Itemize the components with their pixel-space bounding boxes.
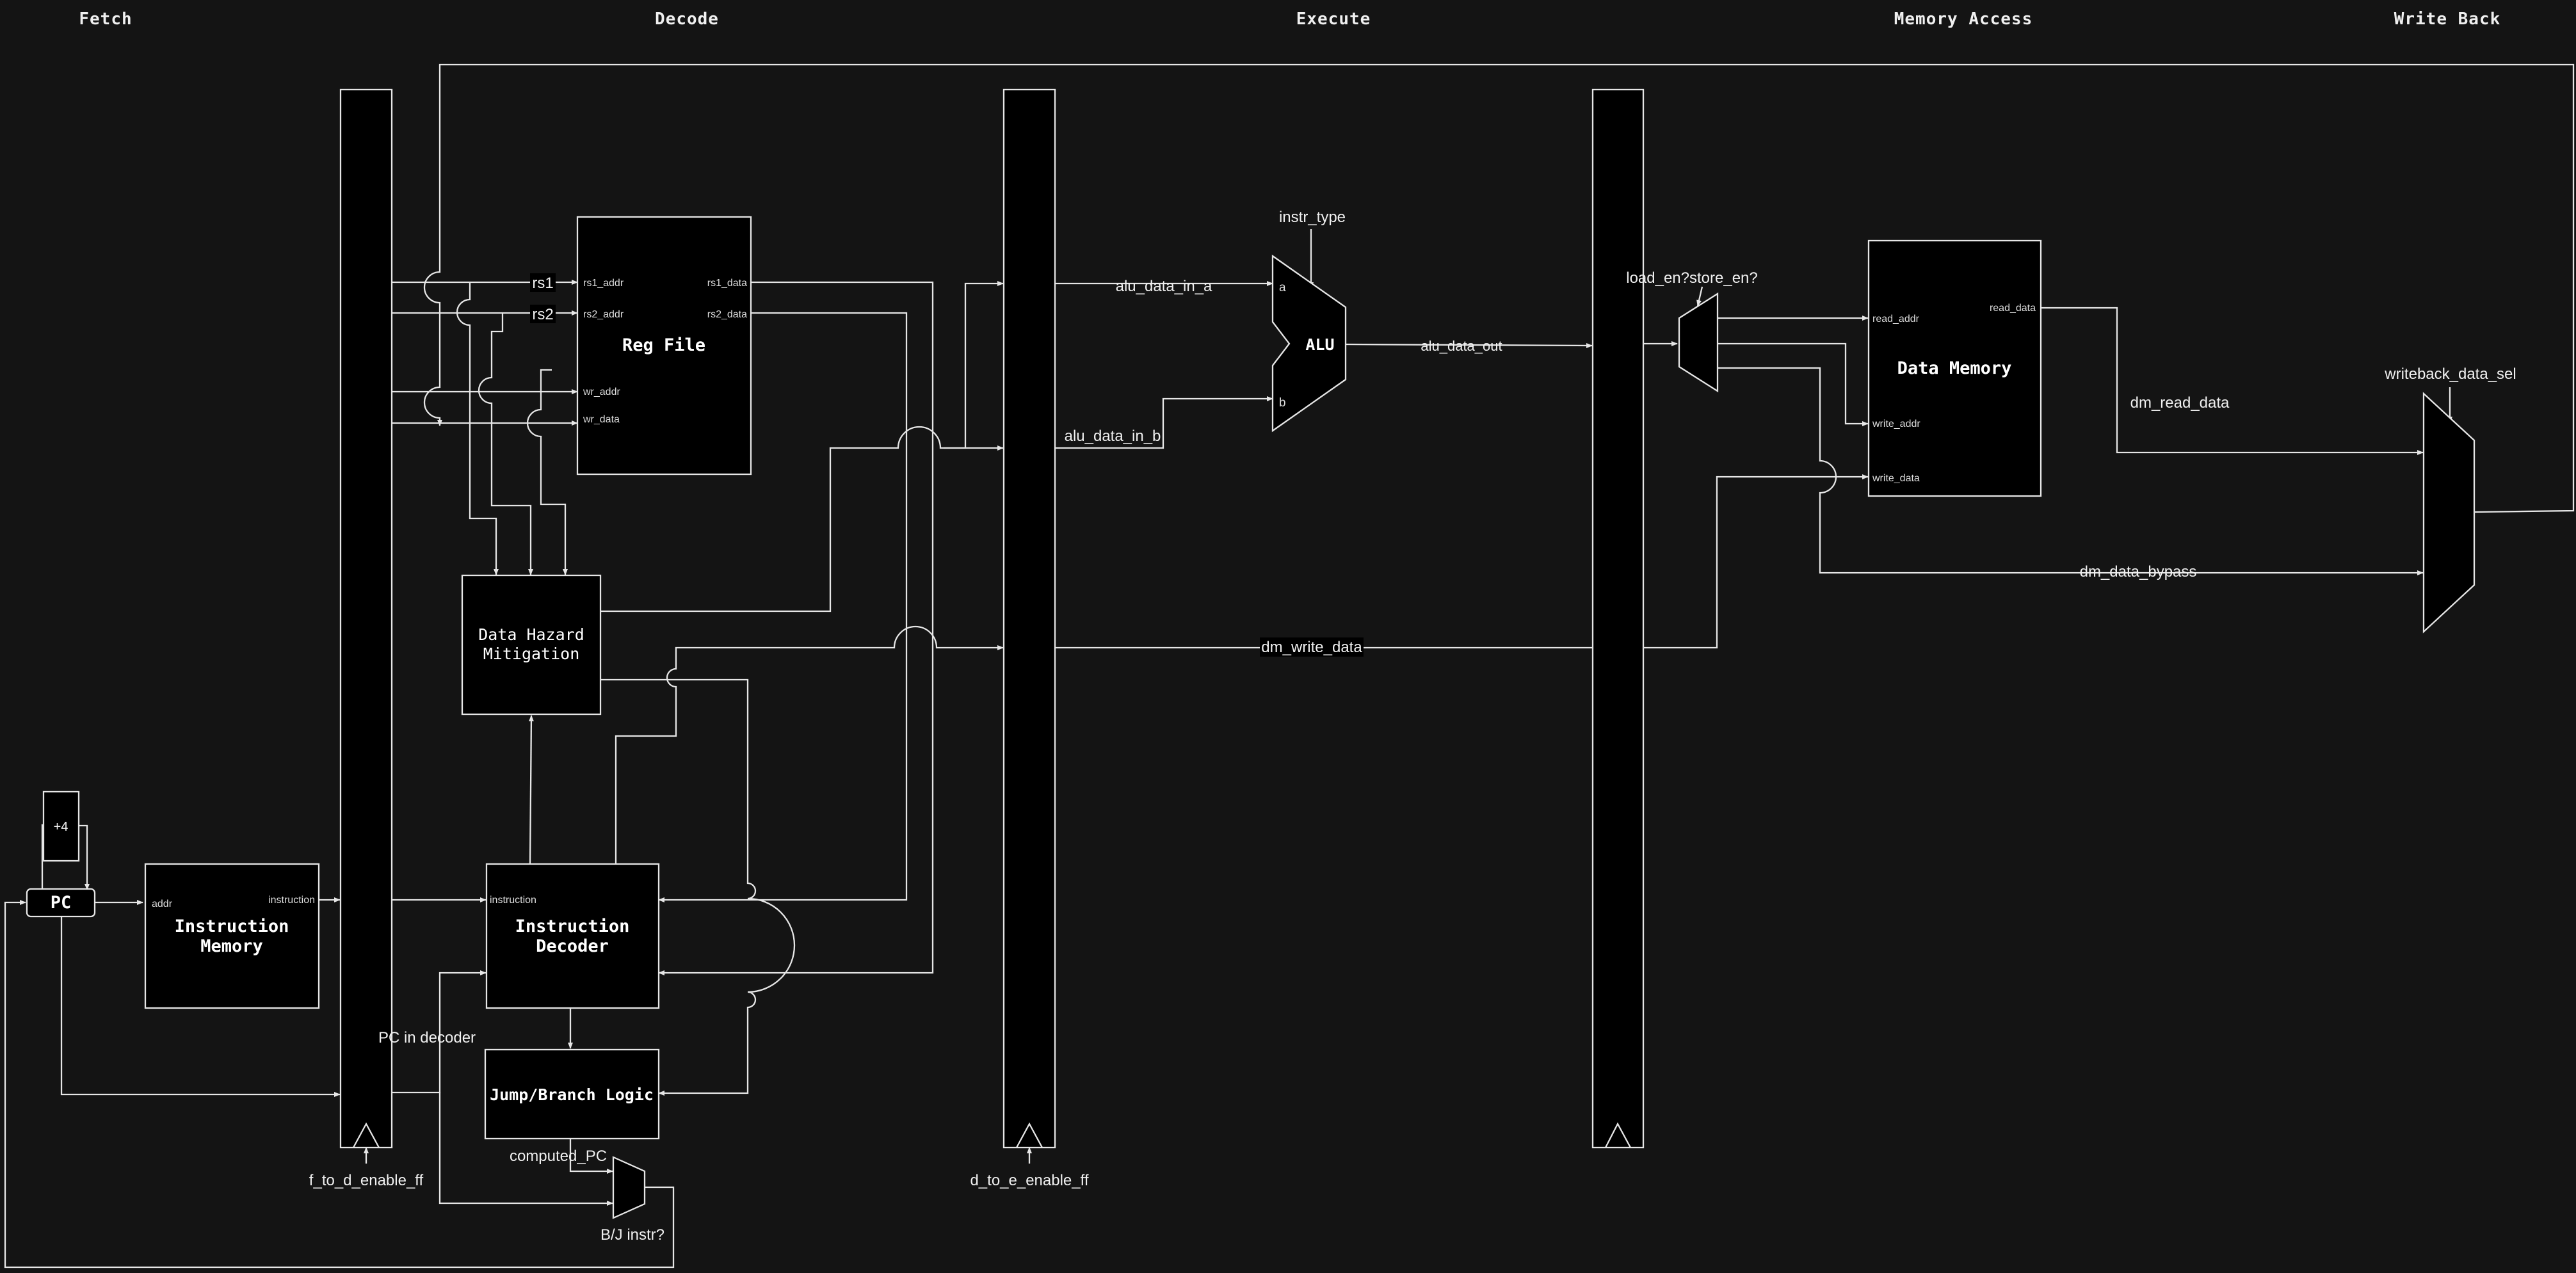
writeback-mux [2422, 392, 2475, 634]
hazard-rs1-wire [456, 282, 499, 575]
jb-title: Jump/Branch Logic [490, 1085, 654, 1104]
data-hazard-mitigation [461, 574, 602, 716]
dm-write-data-port: write_data [1872, 473, 1920, 484]
rs2-data-wire [658, 312, 908, 902]
plus4-block [42, 790, 80, 862]
em-clock-icon [1604, 1122, 1632, 1148]
decoder-hazard-wire [528, 715, 534, 865]
fd-clock-icon [352, 1122, 380, 1148]
computed-pc-label: computed_PC [510, 1148, 607, 1165]
hazard-rs2-wire [478, 313, 533, 575]
pc-label: PC [51, 893, 72, 913]
decoder-instruction-port: instruction [490, 895, 536, 906]
alu-data-out-label: alu_data_out [1421, 338, 1502, 354]
decoder-dmwrite-wire [615, 625, 1004, 864]
rf-wr-data-port: wr_data [583, 414, 620, 425]
dm-read-addr-port: read_addr [1872, 314, 1920, 324]
rf-rs2-data-port: rs2_data [707, 309, 747, 320]
next-pc-wire [4, 900, 675, 1269]
pc-fd-wire [60, 914, 341, 1097]
pc-block [26, 888, 96, 918]
fd-pipeline-register [339, 88, 393, 1149]
dm-title: Data Memory [1897, 358, 2012, 378]
alu-b-port: b [1279, 396, 1286, 410]
decoder-title-1: Instruction [515, 917, 630, 936]
stage-execute: Execute [1296, 10, 1371, 29]
rf-wr-addr-port: wr_addr [583, 387, 620, 397]
rs2-label: rs2 [532, 306, 553, 323]
bj-instr-label: B/J instr? [600, 1226, 664, 1244]
rf-rs1-addr-port: rs1_addr [583, 278, 624, 289]
instruction-decoder [485, 863, 660, 1009]
plus4-pc-wire [79, 824, 90, 890]
rs1-label-bg [530, 273, 556, 292]
dm-bypass-wire [1718, 367, 2424, 575]
rf-rs2-addr-port: rs2_addr [583, 309, 624, 320]
alu-out-wire [1345, 342, 1593, 348]
rs1-data-wire [658, 281, 934, 975]
pc-in-decoder-label: PC in decoder [378, 1029, 476, 1046]
hazard-alu-wire [600, 426, 1004, 612]
de-pipeline-register [1002, 88, 1056, 1149]
instruction-memory [144, 863, 320, 1009]
load-store-label: load_en?store_en? [1626, 269, 1758, 287]
write-data-wire [1643, 474, 1869, 649]
imem-addr-port: addr [152, 899, 173, 909]
jump-branch-logic [484, 1048, 660, 1140]
alu-title: ALU [1305, 335, 1334, 354]
hazard-title-1: Data Hazard [478, 625, 584, 644]
alu-b-wire [1055, 396, 1273, 449]
imem-title-1: Instruction [175, 917, 289, 936]
stage-decode: Decode [655, 10, 719, 29]
stage-write-back: Write Back [2394, 10, 2501, 29]
dm-read-data-wire [2041, 307, 2424, 455]
reg-file-title: Reg File [622, 335, 705, 355]
de-clock-icon [1015, 1122, 1043, 1148]
plus4-label: +4 [54, 820, 68, 834]
alu-data-in-b-label: alu_data_in_b [1065, 428, 1161, 445]
pc-mux-wire [439, 1093, 613, 1206]
dm-data-bypass-label: dm_data_bypass [2080, 563, 2197, 580]
dm-write-data-label-bg [1260, 637, 1364, 657]
imem-instruction-port: instruction [268, 895, 315, 906]
alu-block [1271, 254, 1347, 433]
dm-write-data-label: dm_write_data [1261, 639, 1362, 656]
dm-read-data-label: dm_read_data [2130, 394, 2230, 412]
rs2-label-bg [530, 305, 556, 323]
imem-title-2: Memory [200, 936, 263, 956]
writeback-feedback-wire [423, 63, 2575, 513]
write-addr-wire [1718, 342, 1869, 426]
reg-file [576, 216, 752, 476]
f-to-d-enable-label: f_to_d_enable_ff [309, 1172, 424, 1189]
writeback-sel-label: writeback_data_sel [2384, 365, 2516, 383]
stage-memory-access: Memory Access [1894, 10, 2033, 29]
dm-write-addr-port: write_addr [1872, 419, 1920, 429]
em-pipeline-register [1591, 88, 1645, 1149]
alu-a-port: a [1279, 281, 1286, 294]
data-memory [1867, 239, 2042, 497]
stage-fetch: Fetch [79, 10, 132, 29]
alu-a-branch-wire [944, 281, 1004, 449]
dm-read-data-port: read_data [1990, 303, 2036, 314]
alu-data-in-a-label: alu_data_in_a [1116, 278, 1212, 295]
instr-type-label: instr_type [1279, 209, 1346, 226]
hazard-title-2: Mitigation [483, 645, 580, 663]
computed-pc-wire [569, 1139, 613, 1174]
hazard-wr-wire [526, 369, 568, 575]
decoder-title-2: Decoder [536, 936, 609, 956]
d-to-e-enable-label: d_to_e_enable_ff [970, 1172, 1088, 1189]
hazard-jb-wire [600, 678, 796, 1096]
pc-mux [612, 1156, 646, 1219]
rf-rs1-data-port: rs1_data [707, 278, 747, 289]
rs1-label: rs1 [532, 275, 553, 292]
memory-mux [1678, 292, 1719, 393]
pc-in-decoder-wire [392, 970, 487, 1094]
load-store-wire [1696, 286, 1703, 307]
